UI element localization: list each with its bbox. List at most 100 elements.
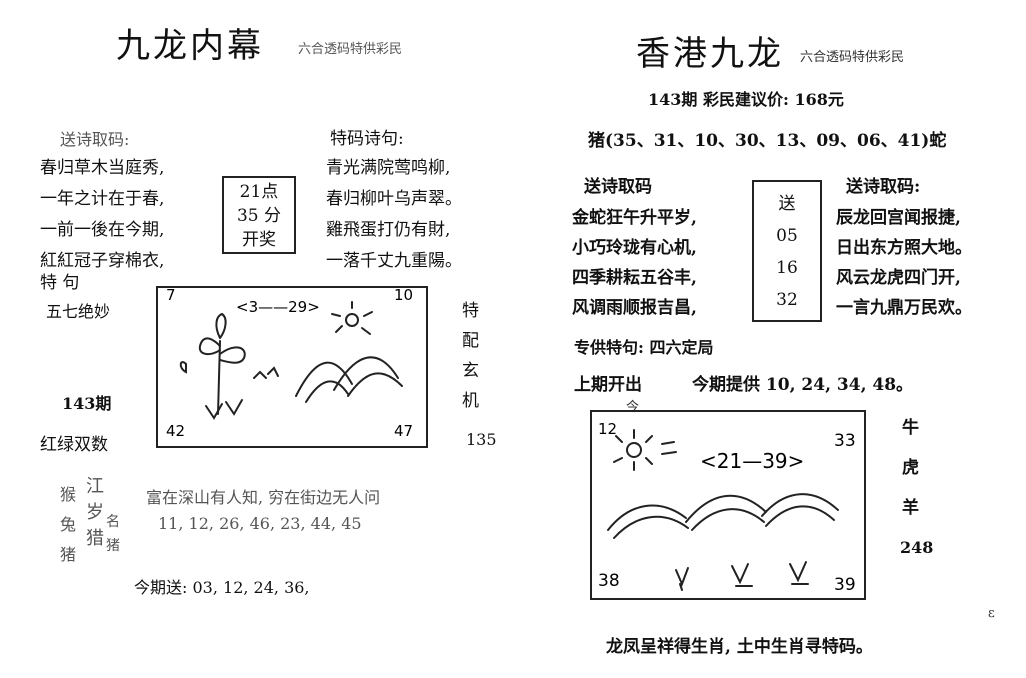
poem-line: 紅紅冠子穿棉衣, [40,251,165,271]
left-wuqi: 五七绝妙 [46,302,111,321]
pic-num-top-left: 12 [598,420,617,438]
zodiac-char: 猎 [86,528,104,549]
right-send-box: 送 05 16 32 [752,180,822,322]
sun-icon [345,313,359,327]
special-line: 春归柳叶乌声翠。 [326,189,462,209]
time-line: 35 分 [236,206,282,226]
left-numbers-line: 11, 12, 26, 46, 23, 44, 45 [158,514,362,533]
left-subtitle: 六合透码特供彩民 [298,42,403,57]
hill-1 [607,504,687,531]
special-line: 青光满院莺鸣柳, [326,158,451,178]
poem-line: 辰龙回宫闻报捷, [836,208,961,228]
time-line: 开奖 [242,230,276,250]
side-char: 玄 [462,361,479,381]
hill-lines [305,372,403,403]
side-char: 特 [462,301,479,321]
send-number: 32 [776,290,798,310]
zodiac-char: 猪 [60,545,77,564]
side-char: 牛 [902,418,919,438]
pic-num-top-right: 33 [834,431,856,451]
poem-line: 春归草木当庭秀, [40,158,165,178]
left-special-header: 特码诗句: [330,129,404,149]
right-price-line: 143期 彩民建议价: 168元 [648,90,844,109]
right-pig-line: 猪(35、31、10、30、13、09、06、41)蛇 [588,131,947,151]
left-zodiac-col3: 名 猪 [106,510,120,558]
leaf-right [219,346,246,364]
right-sketch: 12 33 <21—39> 38 39 [598,420,856,595]
side-char: 配 [462,331,479,351]
pic-num-bottom-right: 47 [394,422,413,440]
zodiac-char: 名 [106,514,120,530]
left-issue: 143期 [62,394,112,413]
pic-num-top-left: 7 [166,286,176,304]
right-subtitle: 六合透码特供彩民 [800,50,905,65]
poem-line: 风调雨顺报吉昌, [572,298,697,318]
send-number: 16 [776,258,798,278]
side-char: 机 [462,391,479,411]
poem-line: 一前一後在今期, [40,220,165,240]
left-sketch: 7 10 <3——29> 42 47 [166,286,413,440]
left-side-vertical: 特 配 玄 机 [462,296,479,416]
hill-2 [333,356,399,391]
poem-line: 一年之计在于春, [40,189,165,209]
pic-num-range: <3——29> [236,298,320,316]
time-line: 21点 [239,182,279,202]
left-poem-header: 送诗取码: [60,130,130,149]
zodiac-char: 岁 [86,502,104,523]
poem-line: 日出东方照大地。 [836,238,972,258]
leaf-top [215,312,227,339]
hill-2b [691,508,765,531]
zodiac-char: 江 [86,476,104,497]
hill-1 [295,361,353,397]
right-poem-left: 金蛇狂午升平岁, 小巧玲珑有心机, 四季耕耘五谷丰, 风调雨顺报吉昌, [572,203,697,323]
right-side-vertical: 牛 虎 羊 [902,408,919,528]
send-number: 05 [776,226,798,246]
pic-num-bottom-left: 38 [598,571,620,591]
right-poem-header-right: 送诗取码: [846,177,921,197]
zodiac-char: 兔 [60,515,77,534]
grass-mark [675,567,689,591]
poem-line: 四季耕耘五谷丰, [572,268,697,288]
special-line: 一落千丈九重陽。 [326,251,462,271]
hill-2 [685,494,767,523]
hill-1b [613,515,689,539]
right-special-line: 专供特句: 四六定局 [574,338,714,357]
left-zodiac-col1: 猴 兔 猪 [60,480,76,570]
right-footer: 龙凤呈祥得生肖, 土中生肖寻特码。 [606,637,873,657]
left-zodiac-col2: 江 岁 猎 [86,474,104,552]
left-hong-lv: 红绿双数 [40,435,108,455]
left-side-number: 135 [466,430,497,449]
sun-rays [613,429,653,471]
leaf-left [198,337,221,356]
pic-num-range: <21—39> [700,449,804,473]
cloud-marks [661,441,677,455]
grass-marks [205,399,243,420]
pic-num-bottom-right: 39 [834,575,856,595]
zodiac-char: 猪 [106,538,120,554]
right-mark: ε [988,606,995,621]
pic-num-bottom-left: 42 [166,422,185,440]
sun-rays [331,301,373,335]
left-te-ju: 特 句 [40,273,80,293]
poem-line: 金蛇狂午升平岁, [572,208,697,228]
send-char: 送 [778,194,796,214]
right-last-issue: 上期开出 [574,375,642,395]
hill-3b [765,505,835,527]
right-poem-header-left: 送诗取码 [584,177,652,197]
pic-num-top-right: 10 [394,286,413,304]
side-char: 虎 [902,458,919,478]
special-line: 雞飛蛋打仍有財, [326,220,451,240]
zodiac-char: 猴 [60,485,77,504]
left-picture-box [156,286,428,448]
left-title: 九龙内幕 [116,26,264,66]
right-side-number: 248 [900,538,934,557]
grass-mark [789,561,809,585]
right-provide: 今期提供 10, 24, 34, 48。 [692,375,914,395]
hill-3 [761,493,839,517]
grass-mark [731,563,753,587]
poem-line: 小巧玲珑有心机, [572,238,697,258]
left-today-send: 今期送: 03, 12, 24, 36, [134,578,310,597]
poem-line: 一言九鼎万民欢。 [836,298,972,318]
right-picture-box [590,410,866,600]
right-poem-right: 辰龙回宫闻报捷, 日出东方照大地。 风云龙虎四门开, 一言九鼎万民欢。 [836,203,972,323]
